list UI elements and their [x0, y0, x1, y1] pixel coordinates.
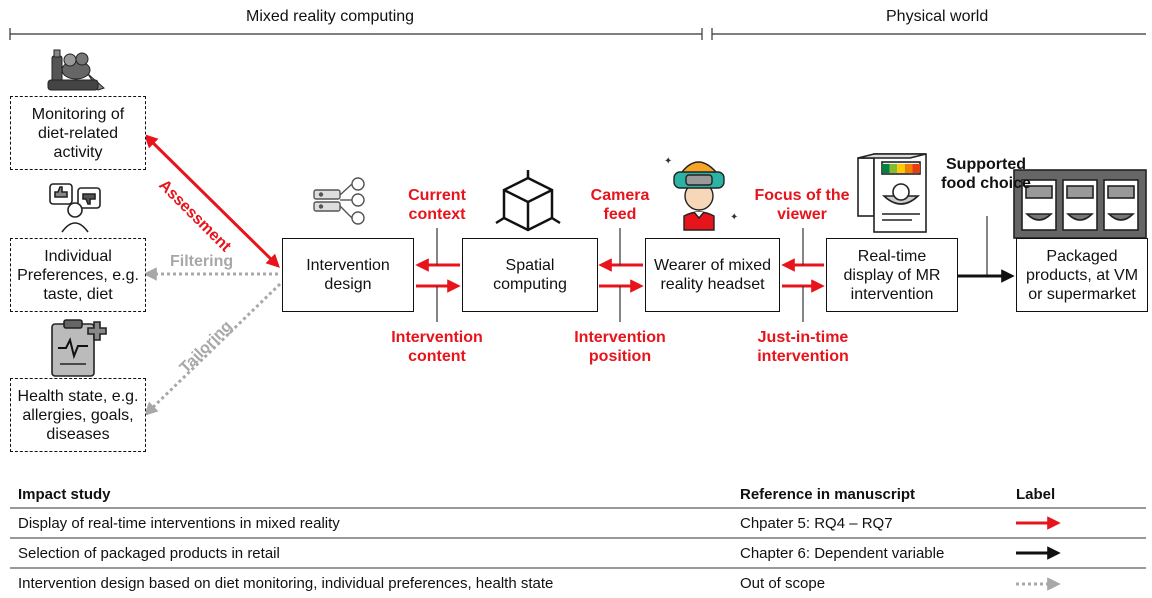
header-physical-world: Physical world: [886, 8, 989, 25]
header-mixed-reality: Mixed reality computing: [246, 8, 415, 25]
food-basket-icon: [47, 49, 105, 91]
intervention-content-label: Intervention content: [391, 329, 483, 365]
tailoring-arrow: [144, 282, 282, 416]
table-header-reference: Reference in manuscript: [740, 486, 916, 503]
table-row-study: Intervention design based on diet monito…: [18, 575, 554, 592]
table-row-study: Selection of packaged products in retail: [18, 545, 280, 562]
nutri-score-scale: [882, 164, 920, 173]
nutri-score-package-icon: [857, 153, 927, 233]
filtering-label: Filtering: [170, 253, 234, 270]
table-row-reference: Chpater 5: RQ4 – RQ7: [740, 515, 893, 532]
intervention-design-box: Intervention design: [282, 238, 414, 312]
table-row-reference: Chapter 6: Dependent variable: [740, 545, 945, 562]
camera-feed-label: Camera feed: [590, 187, 650, 223]
wearer-box: Wearer of mixed reality headset: [645, 238, 780, 312]
header-bracket-left: [9, 28, 703, 40]
spatial-computing-box: Spatial computing: [462, 238, 598, 312]
intervention-position-label: Intervention position: [574, 329, 666, 365]
current-context-label: Current context: [408, 187, 466, 223]
monitoring-box: Monitoring of diet-related activity: [10, 96, 146, 170]
assessment-arrow: [144, 134, 280, 268]
health-state-box: Health state, e.g. allergies, goals, dis…: [10, 378, 146, 452]
cube-icon: [495, 170, 561, 232]
table-lines: [10, 507, 1146, 569]
table-header-label: Label: [1016, 486, 1056, 503]
server-network-icon: [313, 177, 365, 225]
svg-text:✦: ✦: [730, 212, 738, 223]
packaged-products-box: Packaged products, at VM or supermarket: [1016, 238, 1148, 312]
user-preferences-icon: [49, 183, 101, 233]
preferences-box: Individual Preferences, e.g. taste, diet: [10, 238, 146, 312]
just-in-time-label: Just-in-time intervention: [757, 329, 849, 365]
header-bracket-right: [711, 28, 1146, 40]
svg-text:✦: ✦: [664, 156, 672, 167]
label-connectors: [436, 216, 988, 322]
table-row-reference: Out of scope: [740, 575, 826, 592]
table-row-study: Display of real-time interventions in mi…: [18, 515, 340, 532]
vr-headset-user-icon: ✦ ✦: [664, 156, 738, 231]
realtime-display-box: Real-time display of MR intervention: [826, 238, 958, 312]
table-header-study: Impact study: [18, 486, 111, 503]
health-clipboard-icon: [51, 319, 107, 377]
focus-viewer-label: Focus of the viewer: [754, 187, 850, 223]
supported-choice-label: Supported food choice: [941, 156, 1031, 192]
